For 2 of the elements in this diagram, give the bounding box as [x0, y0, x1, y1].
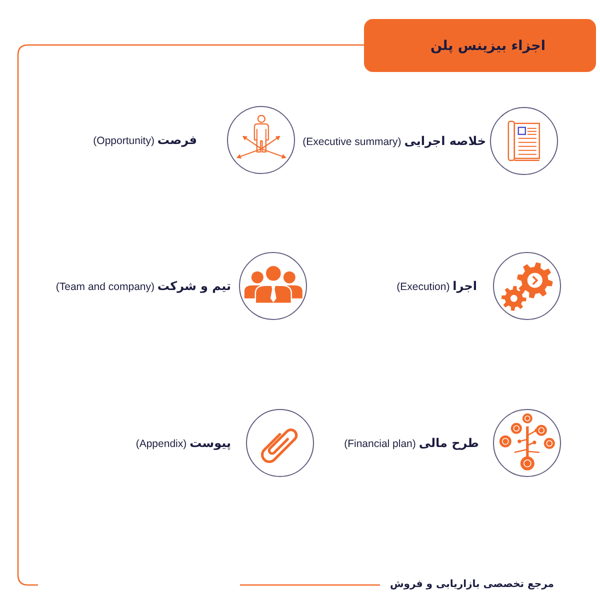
footer-text: مرجع تخصصی بازاریابی و فروش: [390, 578, 554, 592]
title-banner: اجزاء بیزینس پلن: [364, 19, 596, 72]
